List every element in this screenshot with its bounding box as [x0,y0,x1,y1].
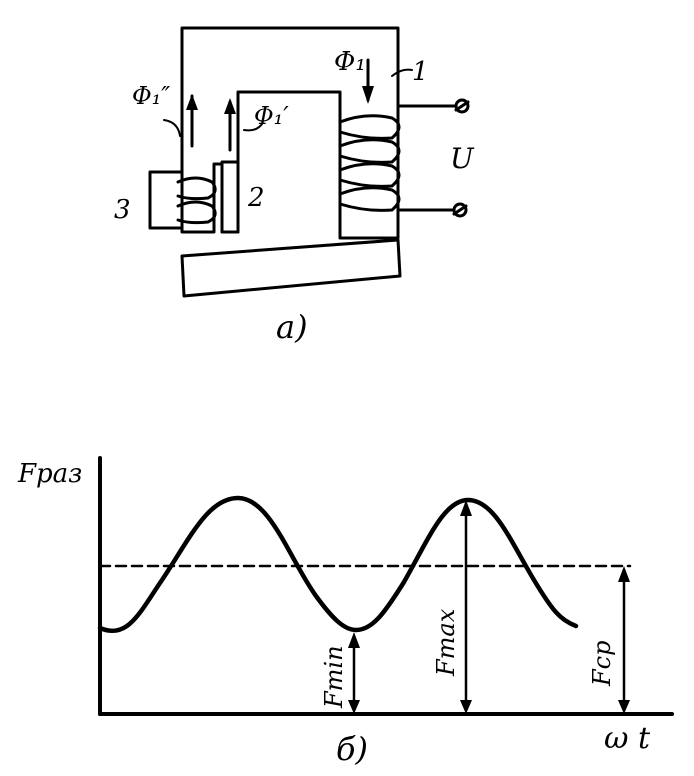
terminal-top-slash [454,100,470,112]
flux-double-prime-arrow [186,94,198,148]
leader-flux-prime [243,123,263,132]
terminal-bottom [452,202,468,218]
y-axis-label: Fраз [17,459,82,489]
flux-main-arrow [362,58,374,104]
force-curve [97,495,579,633]
f-max-arrow [460,500,472,714]
leader-label-1 [391,68,413,77]
voltage-label: U [450,142,475,175]
caption-b: б) [336,730,368,768]
label-1: 1 [412,57,429,87]
leader-flux-double-prime [163,119,181,137]
f-min-label: Fmin [320,645,348,709]
main-coil [338,114,401,212]
armature [180,238,402,298]
flux-prime-label: Φ₁′ [254,102,289,130]
flux-double-prime-label: Φ₁″ [132,82,170,110]
terminal-bottom-slash [452,204,468,216]
caption-a: а) [276,308,308,346]
shading-coil-3 [176,176,217,225]
terminal-top [454,98,470,114]
f-min-arrow [348,632,360,714]
magnetic-circuit-diagram: Φ₁ Φ₁′ Φ₁″ 1 2 3 U а) [114,26,475,346]
x-axis-label: ω t [604,721,651,756]
force-graph: Fраз ω t Fmin Fmax Fср б) [17,456,674,768]
label-3: 3 [114,195,131,225]
shading-ring-3 [148,170,184,230]
f-avg-label: Fср [588,641,616,687]
label-2: 2 [247,183,265,213]
flux-main-label: Φ₁ [334,47,366,77]
shading-ring-2 [220,160,240,234]
flux-prime-arrow [224,98,236,152]
f-max-label: Fmax [432,608,460,677]
f-avg-arrow [618,566,630,714]
